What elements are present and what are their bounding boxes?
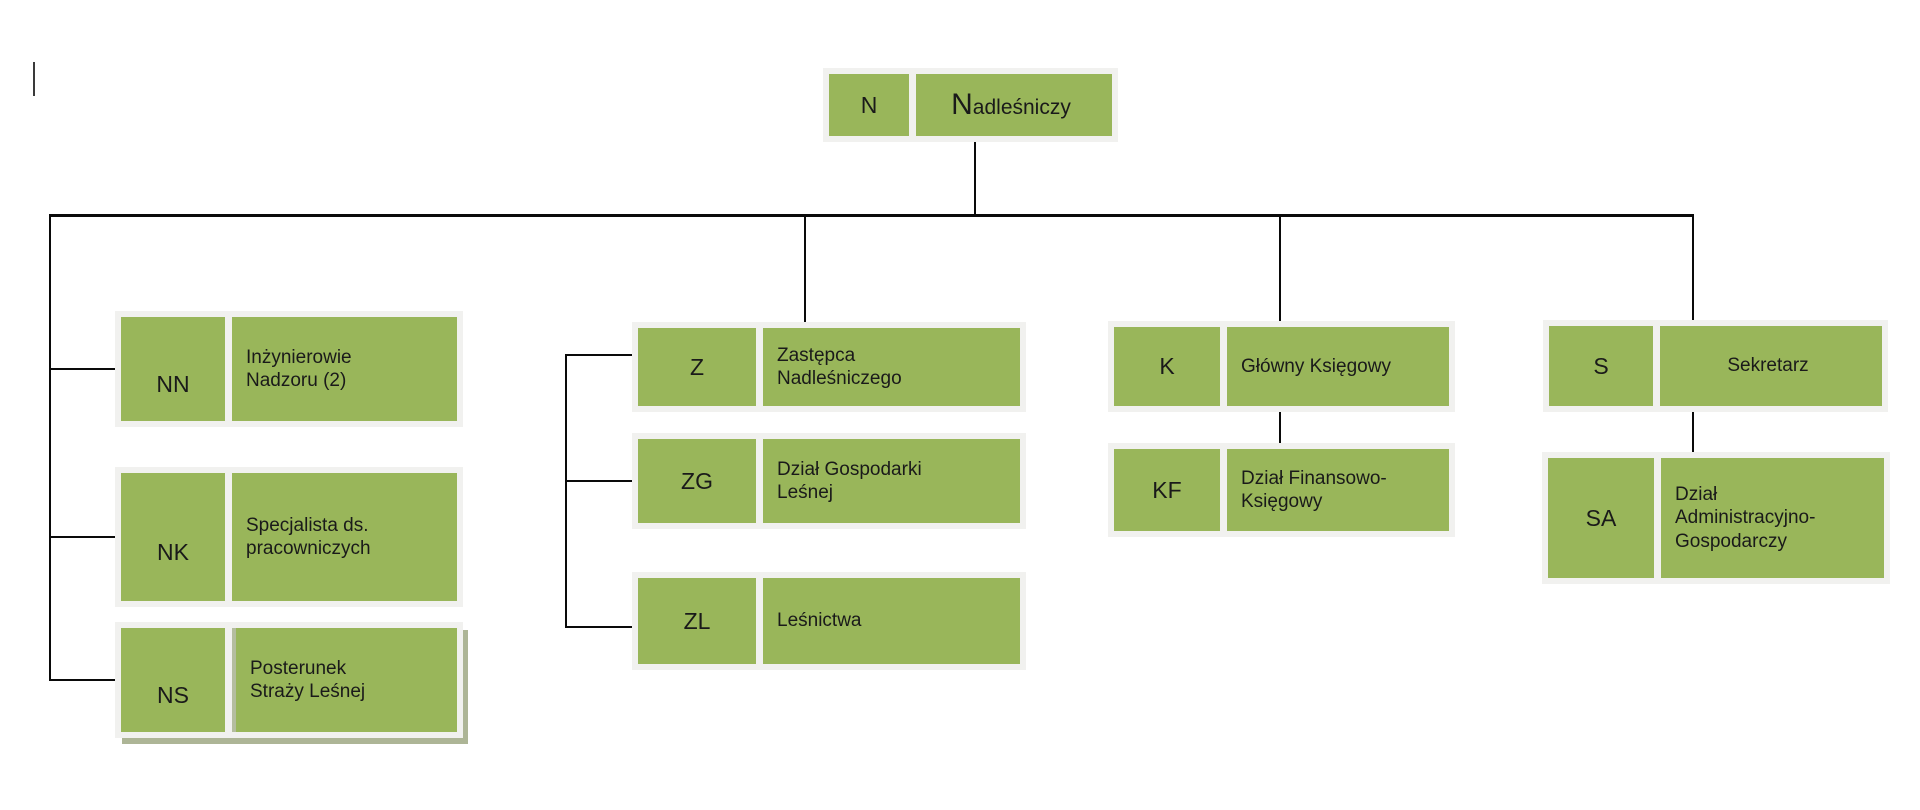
connector-root-drop	[974, 142, 976, 216]
org-node-sa-code-box[interactable]: SA	[1548, 458, 1654, 578]
org-node-specjalista-pracowniczy[interactable]: NK Specjalista ds. pracowniczych	[115, 467, 463, 607]
node-code-label: K	[1159, 353, 1175, 379]
node-code-label: S	[1593, 352, 1609, 379]
org-node-sekretarz[interactable]: S Sekretarz	[1543, 320, 1888, 412]
connector-k-drop	[1279, 214, 1281, 321]
connector-nn-stub	[49, 368, 115, 370]
node-title-label: Nadleśniczy	[951, 87, 1071, 121]
node-title-label: Leśnictwa	[777, 610, 862, 632]
org-node-ns-title-box[interactable]: Posterunek Straży Leśnej	[232, 628, 457, 732]
connector-nk-stub	[49, 536, 115, 538]
connector-left-branch-vertical	[49, 214, 51, 681]
node-code-label: ZL	[683, 607, 711, 634]
connector-ns-stub	[49, 679, 115, 681]
org-node-zg-title-box[interactable]: Dział Gospodarki Leśnej	[763, 439, 1020, 523]
node-code-label: NK	[157, 538, 189, 565]
org-node-kf-title-box[interactable]: Dział Finansowo- Księgowy	[1227, 449, 1449, 531]
text-cursor-mark	[33, 62, 35, 96]
node-code-label: Z	[689, 353, 705, 380]
org-node-z-code-box[interactable]: Z	[638, 328, 756, 406]
connector-z-branch-vertical	[565, 354, 567, 628]
org-node-kf-code-box[interactable]: KF	[1114, 449, 1220, 531]
node-title-label: Specjalista ds. pracowniczych	[246, 514, 371, 559]
org-node-k-code-box[interactable]: K	[1114, 327, 1220, 406]
connector-z-drop	[804, 214, 806, 322]
node-title-label: Sekretarz	[1727, 355, 1809, 377]
org-node-k-title-box[interactable]: Główny Księgowy	[1227, 327, 1449, 406]
org-node-zl-title-box[interactable]: Leśnictwa	[763, 578, 1020, 664]
node-title-label: Posterunek Straży Leśnej	[250, 657, 366, 702]
connector-s-drop	[1692, 214, 1694, 320]
org-node-zg-code-box[interactable]: ZG	[638, 439, 756, 523]
org-node-s-code-box[interactable]: S	[1549, 326, 1653, 406]
node-code-label: ZG	[681, 467, 713, 494]
node-code-label: NS	[157, 681, 189, 708]
org-node-dzial-finansowo-ksiegowy[interactable]: KF Dział Finansowo- Księgowy	[1108, 443, 1455, 537]
org-node-nadlesniczy-code-box[interactable]: N	[829, 74, 909, 136]
org-node-dzial-gospodarki[interactable]: ZG Dział Gospodarki Leśnej	[632, 433, 1026, 529]
connector-main-horizontal	[49, 214, 1694, 217]
org-node-ns-code-box[interactable]: NS	[121, 628, 225, 732]
org-node-z-title-box[interactable]: Zastępca Nadleśniczego	[763, 328, 1020, 406]
node-title-label: Główny Księgowy	[1241, 355, 1391, 377]
org-node-nn-code-box[interactable]: NN	[121, 317, 225, 421]
node-title-label: Dział Administracyjno- Gospodarczy	[1675, 484, 1816, 552]
org-node-sa-title-box[interactable]: Dział Administracyjno- Gospodarczy	[1661, 458, 1884, 578]
node-code-label: N	[860, 91, 878, 118]
org-node-nk-title-box[interactable]: Specjalista ds. pracowniczych	[232, 473, 457, 601]
connector-k-kf-link	[1279, 406, 1281, 443]
org-node-dzial-administracyjno-gospodarczy[interactable]: SA Dział Administracyjno- Gospodarczy	[1542, 452, 1890, 584]
connector-z-stub	[565, 354, 632, 356]
org-node-nadlesniczy[interactable]: N Nadleśniczy	[823, 68, 1118, 142]
org-node-nn-title-box[interactable]: Inżynierowie Nadzoru (2)	[232, 317, 457, 421]
node-title-label: Dział Gospodarki Leśnej	[777, 458, 922, 503]
node-title-label: Inżynierowie Nadzoru (2)	[246, 346, 352, 391]
org-node-inzynierowie-nadzoru[interactable]: NN Inżynierowie Nadzoru (2)	[115, 311, 463, 427]
org-node-nadlesniczy-title-box[interactable]: Nadleśniczy	[916, 74, 1112, 136]
node-code-label: NN	[156, 370, 190, 397]
node-title-label: Zastępca Nadleśniczego	[777, 344, 902, 389]
node-code-label: SA	[1585, 504, 1617, 531]
connector-s-sa-link	[1692, 406, 1694, 452]
org-node-posterunek-strazy[interactable]: NS Posterunek Straży Leśnej	[115, 622, 463, 738]
connector-zl-stub	[565, 626, 632, 628]
org-node-nk-code-box[interactable]: NK	[121, 473, 225, 601]
org-node-s-title-box[interactable]: Sekretarz	[1660, 326, 1882, 406]
node-title-label: Dział Finansowo- Księgowy	[1241, 467, 1387, 512]
org-node-zl-code-box[interactable]: ZL	[638, 578, 756, 664]
org-node-zastepca[interactable]: Z Zastępca Nadleśniczego	[632, 322, 1026, 412]
org-node-glowny-ksiegowy[interactable]: K Główny Księgowy	[1108, 321, 1455, 412]
node-code-label: KF	[1152, 476, 1182, 503]
connector-zg-stub	[565, 480, 632, 482]
org-node-lesnictwa[interactable]: ZL Leśnictwa	[632, 572, 1026, 670]
